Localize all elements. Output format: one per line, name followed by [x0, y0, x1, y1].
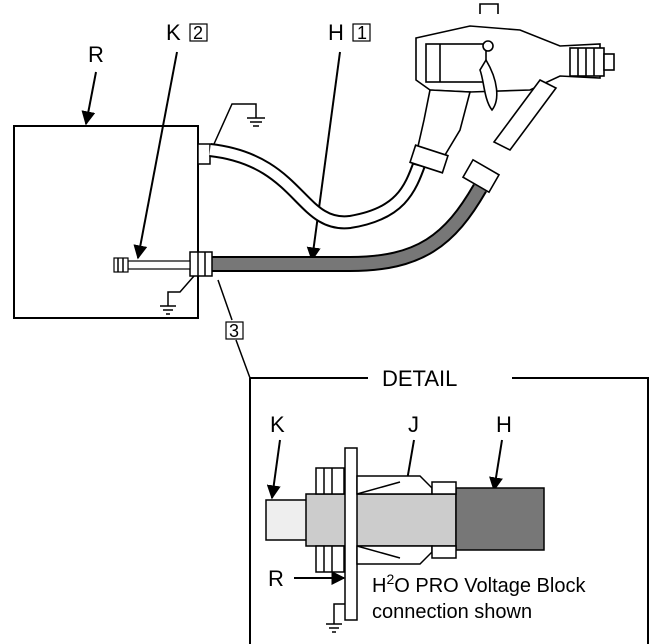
fluid-fitting — [189, 251, 213, 277]
tube-k — [127, 260, 191, 270]
detail-label-r: R — [268, 566, 284, 591]
detail-arrow-k — [266, 439, 281, 500]
ref-number-2: 2 — [193, 23, 203, 43]
ref-number-3: 3 — [229, 321, 239, 341]
detail-arrow-h — [489, 439, 503, 492]
detail-caption-line1: H2O PRO Voltage Block — [372, 571, 586, 597]
detail-title: DETAIL — [382, 366, 457, 391]
ref-number-1: 1 — [357, 23, 367, 43]
arrow-k — [133, 51, 178, 260]
label-k: K — [166, 20, 181, 45]
detail-panel: DETAIL — [249, 366, 649, 644]
detail-connection-drawing — [265, 447, 545, 621]
label-h: H — [328, 20, 344, 45]
ref-box-2 — [189, 23, 208, 42]
ground-icon — [213, 103, 265, 145]
detail-caption-line2: connection shown — [372, 601, 532, 623]
ground-icon — [326, 603, 345, 633]
ground-icon — [160, 275, 195, 315]
ref-box-3 — [225, 321, 244, 340]
leader-3 — [217, 279, 233, 321]
arrow-h — [306, 51, 341, 262]
ref-box-1 — [352, 23, 371, 42]
tube-k-end — [113, 257, 129, 273]
detail-label-j: J — [408, 412, 419, 437]
arrow-r — [81, 71, 97, 126]
detail-label-h: H — [496, 412, 512, 437]
detail-label-k: K — [270, 412, 285, 437]
label-r: R — [88, 42, 104, 67]
enclosure-box — [13, 125, 199, 319]
air-fitting — [197, 143, 211, 165]
leader-to-detail — [235, 339, 251, 379]
spray-gun-icon — [409, 3, 615, 194]
